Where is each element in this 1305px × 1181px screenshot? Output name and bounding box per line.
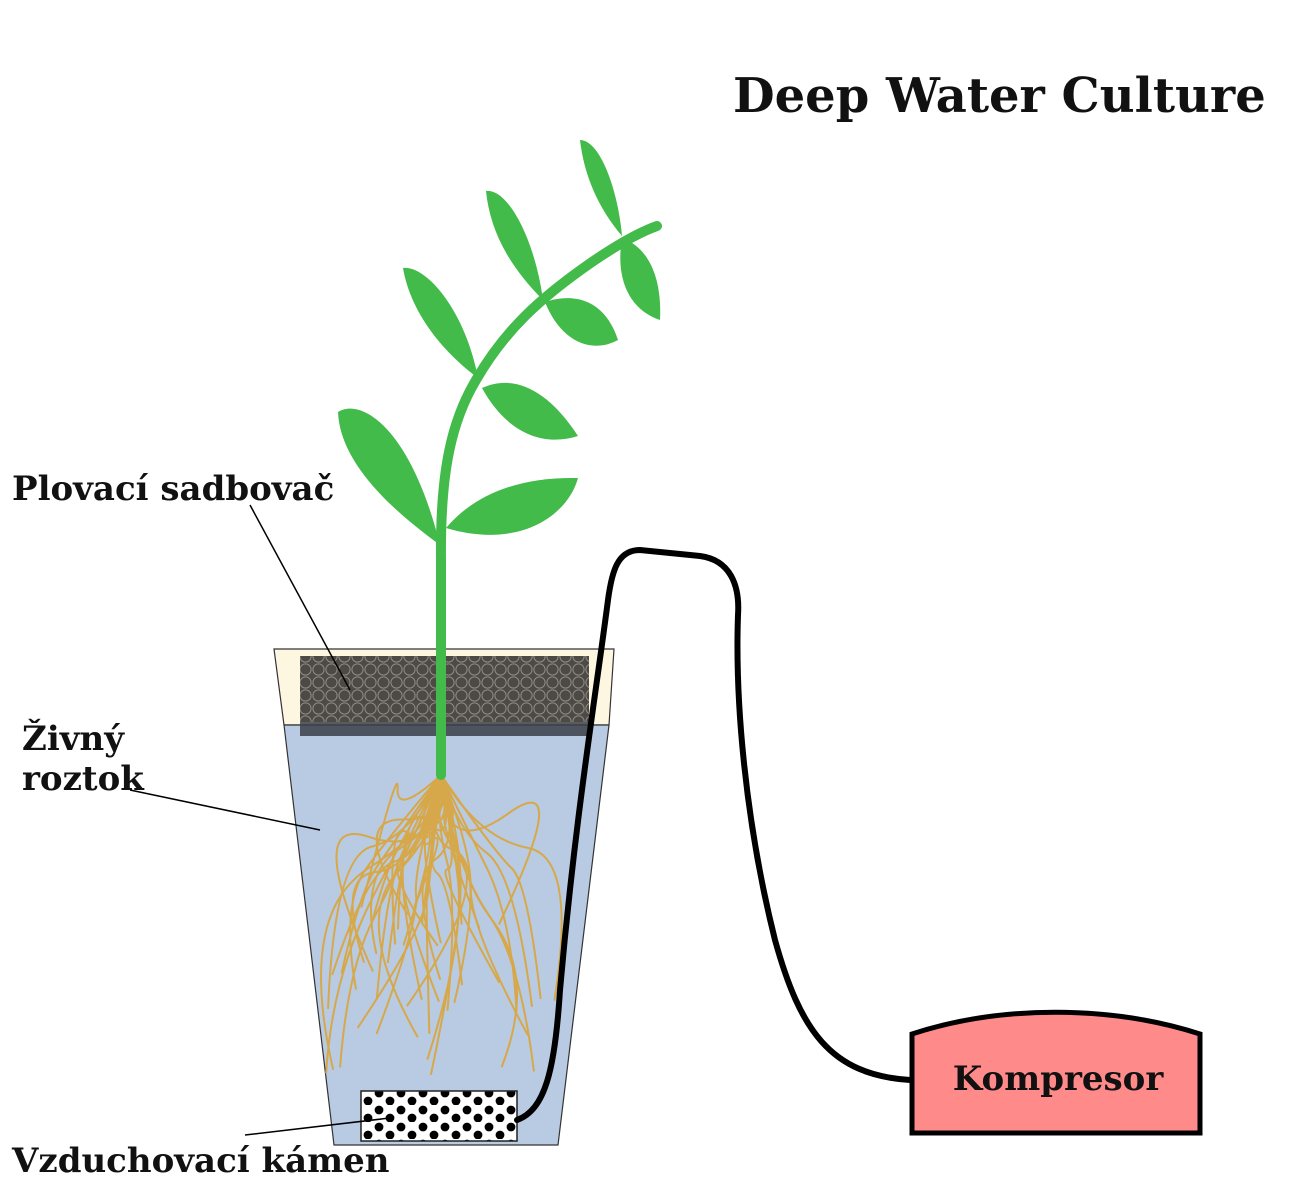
callout-lines [129, 504, 391, 1136]
root-strand [340, 774, 442, 974]
leaf [482, 382, 578, 440]
root-strand [325, 774, 442, 1074]
root-strand [402, 774, 442, 946]
root-strand [438, 774, 454, 1011]
leaf [446, 477, 578, 535]
plant-leaves [338, 140, 661, 545]
diagram-title: Deep Water Culture [733, 68, 1266, 124]
compressor-box [909, 1009, 1203, 1136]
leaf [580, 140, 622, 236]
plant-stem [435, 221, 662, 780]
root-strand [440, 774, 518, 1012]
compressor-label: Kompresor [953, 1059, 1165, 1099]
root-strand [397, 774, 447, 930]
plant-roots [320, 774, 563, 1076]
root-strand [440, 774, 563, 1001]
air-stone [360, 1090, 518, 1142]
root-strand [413, 774, 442, 907]
air-tube [514, 546, 913, 1123]
leaf [620, 238, 661, 320]
root-strand [440, 774, 542, 1000]
root-strand [391, 774, 442, 945]
leaf [338, 408, 440, 545]
leaf [486, 190, 543, 300]
root-strand [440, 774, 518, 1068]
nutrient-solution-label-line1: Živný [22, 718, 125, 759]
root-strand [375, 774, 446, 915]
air-stone-label: Vzduchovací kámen [11, 1141, 389, 1181]
root-strand [349, 774, 442, 990]
net-pot-label: Plovací sadbovač [12, 469, 334, 509]
leaf [545, 298, 618, 346]
leaf [403, 267, 478, 378]
nutrient-solution-label-line2: roztok [22, 759, 145, 799]
root-strand [360, 774, 442, 908]
